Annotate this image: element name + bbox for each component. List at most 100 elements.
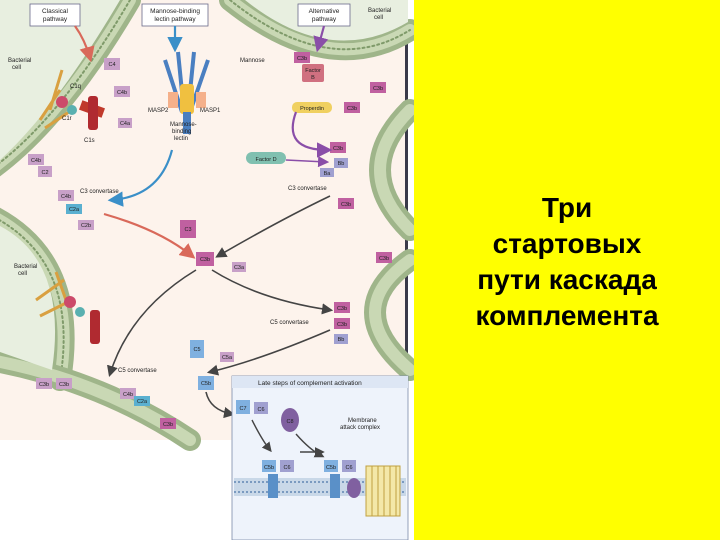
svg-text:Membrane: Membrane bbox=[348, 418, 377, 424]
svg-text:lectin pathway: lectin pathway bbox=[154, 16, 196, 23]
arrow-properdin-to-c3conv bbox=[291, 111, 333, 158]
arrow-c3b-to-c5conv-right bbox=[211, 269, 334, 315]
svg-text:C6: C6 bbox=[283, 465, 290, 471]
svg-text:C2: C2 bbox=[41, 170, 48, 176]
svg-text:Bb: Bb bbox=[338, 337, 345, 343]
svg-text:Factor D: Factor D bbox=[255, 157, 276, 163]
label-mbl-2: binding bbox=[172, 129, 191, 135]
caption-line-4: комплемента bbox=[475, 300, 659, 331]
arrow-lectin-to-c3conv bbox=[107, 149, 174, 207]
svg-text:C3b: C3b bbox=[341, 202, 351, 208]
label-c1r: C1r bbox=[62, 116, 72, 122]
svg-text:C3b: C3b bbox=[373, 86, 383, 92]
svg-text:Classical: Classical bbox=[42, 8, 69, 15]
label-masp2: MASP2 bbox=[148, 108, 169, 114]
label-masp1: MASP1 bbox=[200, 108, 221, 114]
label-c1s: C1s bbox=[84, 138, 95, 144]
label-c1q: C1q bbox=[70, 84, 81, 90]
svg-text:C3b: C3b bbox=[297, 56, 307, 62]
label-bacterial-cell-ml-2: cell bbox=[18, 271, 27, 277]
svg-text:C5b: C5b bbox=[201, 381, 211, 387]
label-bacterial-cell-ml: Bacterial bbox=[14, 264, 37, 270]
svg-text:B: B bbox=[311, 75, 315, 81]
label-c3-convertase-right: C3 convertase bbox=[288, 186, 327, 192]
svg-text:C2b: C2b bbox=[81, 223, 91, 229]
svg-text:C3b: C3b bbox=[337, 306, 347, 312]
label-bacterial-cell-tl-2: cell bbox=[12, 65, 21, 71]
label-c3-convertase-left: C3 convertase bbox=[80, 189, 119, 195]
svg-text:C3b: C3b bbox=[347, 106, 357, 112]
late-steps-inset: Late steps of complement activation C7 C… bbox=[231, 375, 409, 540]
svg-text:C8: C8 bbox=[286, 419, 293, 425]
svg-text:attack complex: attack complex bbox=[340, 425, 380, 431]
mannose-binding-lectin bbox=[163, 51, 210, 134]
arrow-classical-down bbox=[74, 25, 95, 63]
caption-line-3: пути каскада bbox=[477, 264, 657, 295]
header-classical: Classical pathway bbox=[29, 3, 81, 27]
svg-text:C5a: C5a bbox=[222, 355, 233, 361]
header-lectin: Mannose-binding lectin pathway bbox=[141, 3, 209, 27]
label-bacterial-cell-tr-2: cell bbox=[374, 15, 383, 21]
svg-text:Bb: Bb bbox=[338, 161, 345, 167]
svg-text:C5b: C5b bbox=[326, 465, 336, 471]
svg-text:C4b: C4b bbox=[61, 194, 71, 200]
label-mannose: Mannose bbox=[240, 58, 265, 64]
svg-text:C6: C6 bbox=[345, 465, 352, 471]
svg-text:C5b: C5b bbox=[264, 465, 274, 471]
label-mbl-3: lectin bbox=[174, 136, 188, 142]
arrow-c5conv-to-c5b bbox=[206, 329, 331, 376]
arrow-c3conv-left-to-c3b bbox=[103, 212, 196, 259]
svg-text:C2a: C2a bbox=[69, 207, 80, 213]
properdin-box: Properdin bbox=[292, 102, 332, 113]
svg-text:C4b: C4b bbox=[117, 90, 127, 96]
svg-text:pathway: pathway bbox=[312, 16, 337, 23]
c1-complex-lower bbox=[35, 271, 100, 344]
slide-caption: Три стартовых пути каскада комплемента bbox=[414, 190, 720, 334]
bacterial-cell-mid-left bbox=[0, 226, 56, 370]
bacterial-membranes bbox=[0, 0, 414, 451]
svg-text:C3b: C3b bbox=[163, 422, 173, 428]
svg-text:Late steps of complement activ: Late steps of complement activation bbox=[258, 380, 362, 387]
caption-line-1: Три bbox=[541, 192, 593, 223]
label-c5-convertase-right: C5 convertase bbox=[270, 320, 309, 326]
arrow-alternative-down bbox=[313, 25, 329, 53]
label-c5-convertase-left: C5 convertase bbox=[118, 368, 157, 374]
label-mbl: Mannose- bbox=[170, 122, 197, 128]
label-bacterial-cell-tl: Bacterial bbox=[8, 58, 31, 64]
svg-text:Properdin: Properdin bbox=[300, 106, 324, 112]
svg-text:C3b: C3b bbox=[200, 257, 210, 263]
svg-text:C3b: C3b bbox=[379, 256, 389, 262]
svg-text:C2a: C2a bbox=[137, 399, 148, 405]
svg-text:C3a: C3a bbox=[234, 265, 245, 271]
c1-complex-top bbox=[38, 69, 105, 130]
svg-text:C5: C5 bbox=[193, 347, 200, 353]
svg-text:C3b: C3b bbox=[59, 382, 69, 388]
svg-text:Ba: Ba bbox=[324, 171, 332, 177]
diagram-canvas: Classical pathway Mannose-binding lectin… bbox=[0, 0, 414, 540]
header-alternative: Alternative pathway bbox=[297, 3, 351, 27]
protein-tags: C4 C4b C4a C2 C4b C4b C2a C2b C3b C3b C3… bbox=[28, 52, 392, 429]
svg-text:C3: C3 bbox=[184, 227, 191, 233]
svg-text:C4a: C4a bbox=[120, 121, 131, 127]
svg-text:C7: C7 bbox=[239, 406, 246, 412]
svg-text:pathway: pathway bbox=[43, 16, 68, 23]
svg-text:Factor: Factor bbox=[305, 68, 321, 74]
arrow-c3b-to-c5conv-left bbox=[107, 269, 197, 378]
svg-text:C3b: C3b bbox=[39, 382, 49, 388]
factor-d-box: Factor D bbox=[246, 152, 286, 164]
svg-text:Mannose-binding: Mannose-binding bbox=[150, 8, 200, 15]
arrow-c3conv-right-to-c3b bbox=[215, 195, 331, 258]
factor-b-box: Factor B bbox=[302, 64, 324, 82]
svg-text:C3b: C3b bbox=[337, 322, 347, 328]
svg-text:Alternative: Alternative bbox=[309, 8, 340, 15]
svg-text:C4: C4 bbox=[108, 62, 115, 68]
arrow-c5b-to-late bbox=[205, 391, 236, 419]
svg-text:C4b: C4b bbox=[31, 158, 41, 164]
svg-text:C4b: C4b bbox=[123, 392, 133, 398]
arrow-factor-d-to-bb bbox=[285, 156, 330, 168]
label-bacterial-cell-tr: Bacterial bbox=[368, 8, 391, 14]
caption-line-2: стартовых bbox=[492, 228, 642, 259]
svg-text:C3b: C3b bbox=[333, 146, 343, 152]
complement-cascade-diagram: Classical pathway Mannose-binding lectin… bbox=[0, 0, 414, 540]
svg-text:C6: C6 bbox=[257, 407, 264, 413]
